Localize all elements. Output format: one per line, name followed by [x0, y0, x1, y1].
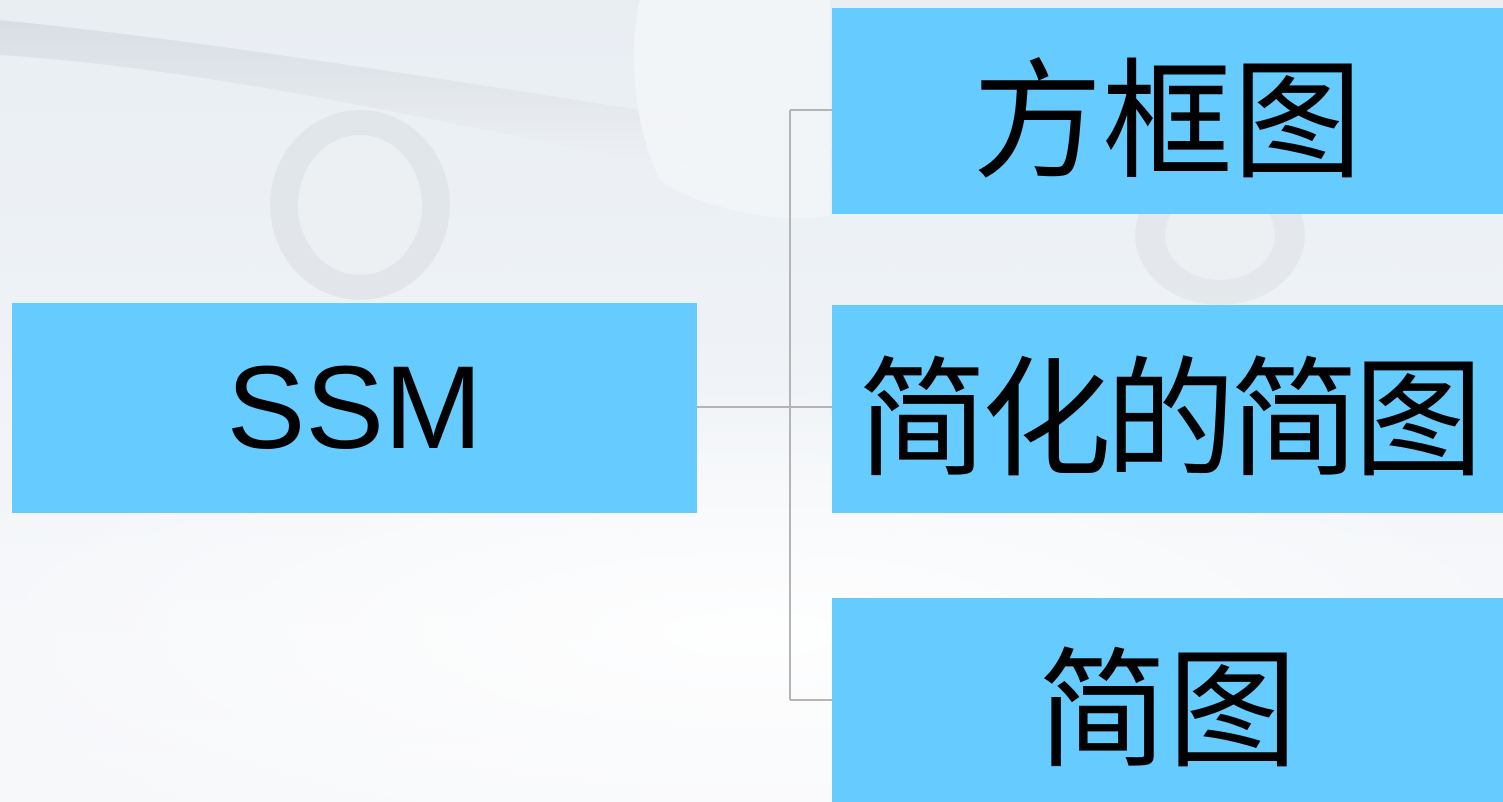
- child-node-simple-diagram: 简图: [832, 598, 1503, 802]
- child-node-label: 方框图: [972, 46, 1363, 198]
- child-node-label: 简化的简图: [857, 344, 1483, 496]
- child-node-simplified-diagram: 简化的简图: [832, 305, 1503, 513]
- root-node-label: SSM: [226, 342, 483, 474]
- root-node: SSM: [12, 303, 697, 513]
- child-node-block-diagram: 方框图: [832, 8, 1503, 214]
- child-node-label: 简图: [1037, 635, 1298, 787]
